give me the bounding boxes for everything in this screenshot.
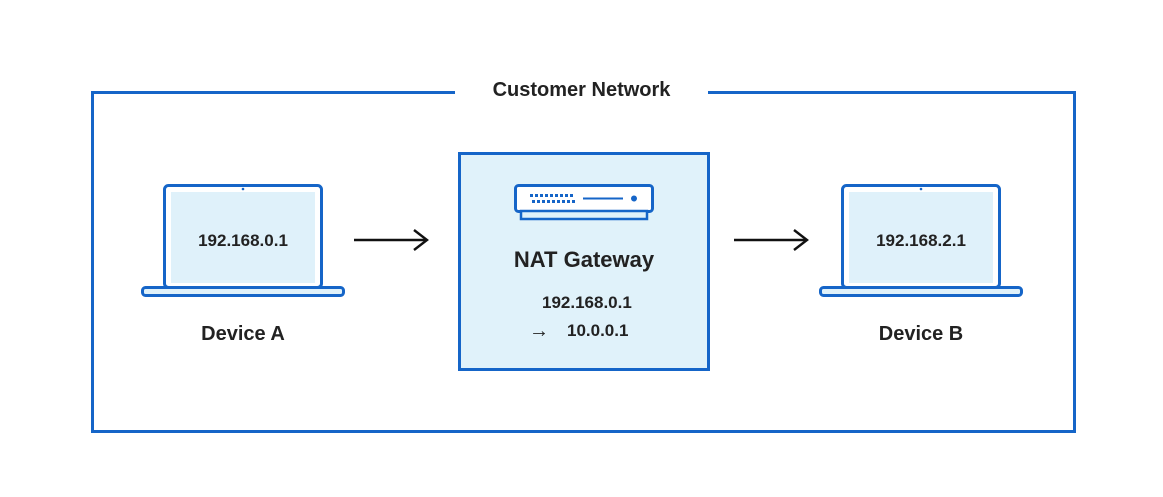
arrow-right-icon bbox=[734, 229, 809, 251]
device-b-label: Device B bbox=[878, 323, 964, 345]
nat-gateway-title: NAT Gateway bbox=[513, 247, 655, 272]
nat-gateway-box: NAT Gateway 192.168.0.1 → 10.0.0.1 bbox=[458, 152, 710, 371]
server-rack-icon bbox=[514, 184, 654, 221]
mapping-translated-ip: 10.0.0.1 bbox=[567, 321, 629, 340]
mapping-arrow-icon: → bbox=[529, 320, 549, 342]
customer-network-title: Customer Network bbox=[455, 74, 708, 106]
device-a-laptop: 192.168.0.1 bbox=[141, 183, 345, 299]
arrow-right-icon bbox=[354, 229, 429, 251]
device-a-ip: 192.168.0.1 bbox=[198, 231, 288, 250]
device-a-label: Device A bbox=[201, 323, 285, 345]
mapping-source-ip: 192.168.0.1 bbox=[542, 293, 632, 312]
device-b-ip: 192.168.2.1 bbox=[876, 231, 966, 250]
laptop-icon bbox=[141, 184, 345, 297]
device-b-laptop: 192.168.2.1 bbox=[819, 183, 1023, 299]
laptop-icon bbox=[819, 184, 1023, 297]
